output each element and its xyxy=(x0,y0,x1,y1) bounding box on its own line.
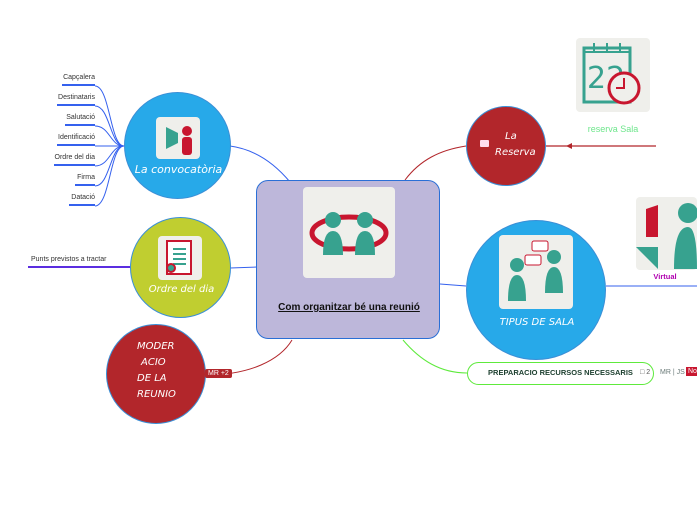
subtopic-virtual[interactable]: Virtual xyxy=(653,272,677,281)
topic-label: Ordre del dia xyxy=(148,284,215,295)
subtopic-destinataris[interactable]: Destinataris xyxy=(57,94,95,106)
megaphone-person-icon xyxy=(156,117,200,159)
topic-line: MODER xyxy=(137,341,175,352)
topic-line: DE LA xyxy=(137,373,167,384)
subtopic-firma[interactable]: Firma xyxy=(75,174,95,186)
topic-label: TIPUS DE SALA xyxy=(499,317,575,328)
status-badge[interactable]: No xyxy=(686,367,697,376)
assignees[interactable]: MR | JS xyxy=(660,369,685,376)
comments-count[interactable]: □ 2 xyxy=(640,369,651,376)
topic-line: ACIO xyxy=(141,357,166,368)
subtopic-ordre-del-dia[interactable]: Ordre del dia xyxy=(54,154,95,166)
subtopic-capcalera[interactable]: Capçalera xyxy=(62,74,95,86)
topic-ordre-del-dia[interactable]: Ordre del dia xyxy=(130,217,231,318)
topic-preparacio-recursos[interactable]: PREPARACIO RECURSOS NECESSARIS xyxy=(467,362,654,385)
subtopic-reserva-sala[interactable]: reserva Sala xyxy=(587,124,639,134)
assignee-badge[interactable]: MR +2 xyxy=(205,369,232,378)
topic-line: Reserva xyxy=(495,147,536,158)
topic-label: La convocatòria xyxy=(134,163,223,176)
topic-line: La xyxy=(505,131,517,142)
topic-tipus-de-sala[interactable]: TIPUS DE SALA xyxy=(466,220,606,360)
topic-moderacio[interactable]: MODER ACIO DE LA REUNIO xyxy=(106,324,206,424)
topic-line: REUNIO xyxy=(137,389,176,400)
subtopic-datacio[interactable]: Datació xyxy=(69,194,95,206)
subtopic-identificacio[interactable]: Identificació xyxy=(57,134,95,146)
topic-la-reserva[interactable]: La Reserva xyxy=(466,106,546,186)
comment-count-value: 2 xyxy=(646,369,651,376)
subtopic-punts-previstos[interactable]: Punts previstos a tractar xyxy=(31,256,107,263)
central-topic[interactable]: Com organitzar bé una reunió xyxy=(256,180,440,339)
central-title: Com organitzar bé una reunió xyxy=(278,302,420,313)
computer-person-icon xyxy=(636,197,697,270)
subtopic-salutacio[interactable]: Salutació xyxy=(65,114,95,126)
note-icon xyxy=(480,140,489,147)
calendar-clock-icon: 22 xyxy=(576,38,650,112)
topic-la-convocatoria[interactable]: La convocatòria xyxy=(124,92,231,199)
document-certificate-icon xyxy=(158,236,202,280)
meeting-people-icon xyxy=(303,187,395,278)
chat-people-icon xyxy=(499,235,573,309)
